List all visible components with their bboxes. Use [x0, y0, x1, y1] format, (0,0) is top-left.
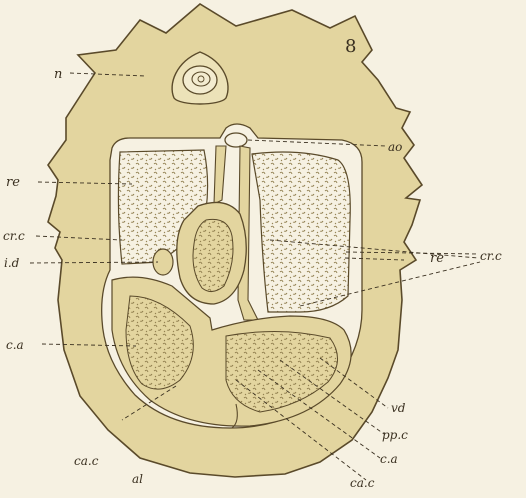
- label-al: al: [132, 472, 143, 486]
- label-re-right: re: [430, 251, 444, 266]
- label-id: i.d: [4, 256, 20, 270]
- figure-number: 8: [345, 36, 356, 57]
- label-ao: ao: [388, 140, 402, 154]
- label-cac-right: ca.c: [350, 476, 375, 490]
- label-cac-bottom: ca.c: [74, 454, 99, 468]
- label-re-left: re: [6, 175, 20, 190]
- label-crc-right: cr.c: [480, 249, 502, 263]
- label-ppc: pp.c: [382, 428, 408, 442]
- aorta: [225, 133, 247, 147]
- label-ca-bottom: c.a: [380, 452, 398, 466]
- label-crc-left: cr.c: [3, 229, 25, 243]
- right-kidney-mass: [252, 152, 350, 312]
- label-ca-left: c.a: [6, 338, 24, 352]
- label-vd: vd: [391, 401, 406, 415]
- label-n: n: [54, 67, 62, 82]
